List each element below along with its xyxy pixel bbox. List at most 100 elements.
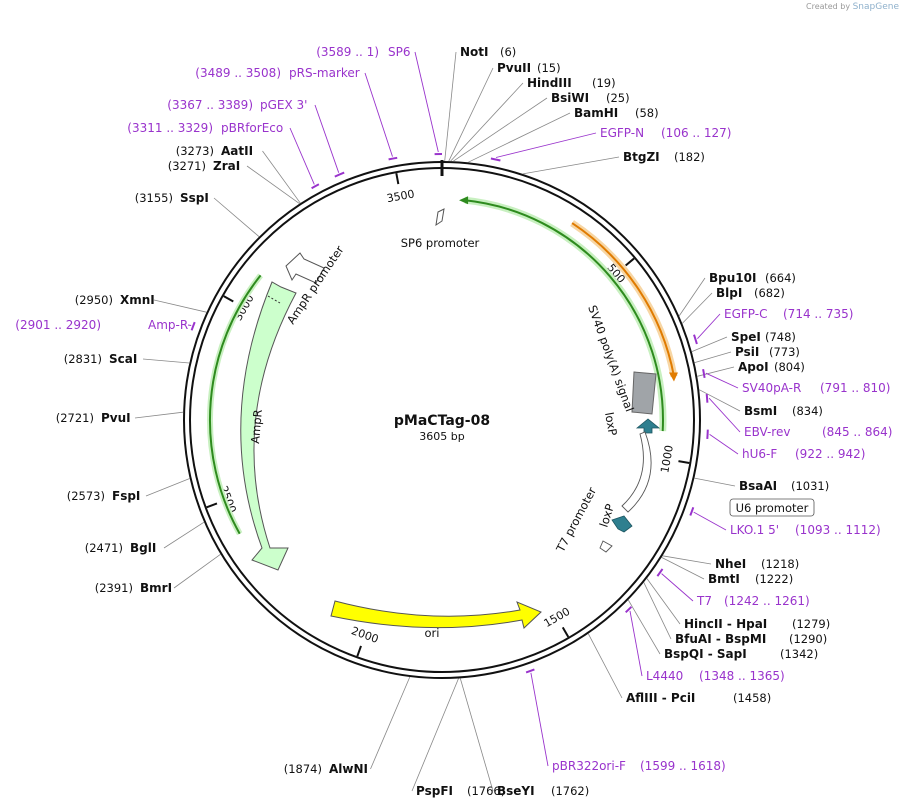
enzyme-position: (682) [754, 286, 785, 300]
enzyme-leader-line [646, 578, 681, 625]
loxp-arrow-bottom [611, 515, 633, 533]
enzyme-position: (58) [635, 106, 659, 120]
enzyme-position: (182) [674, 150, 705, 164]
tick-mark [625, 257, 635, 267]
enzyme-position: (15) [537, 61, 561, 75]
enzyme-position: (2573) [67, 489, 105, 503]
primer-leader-line [705, 372, 739, 389]
primer-leader-line [289, 127, 315, 185]
feature-arc-green [464, 199, 664, 432]
enzyme-position: (1874) [284, 762, 322, 776]
enzyme-position: (1766) [467, 784, 505, 798]
enzyme-position: (773) [769, 345, 800, 359]
primer-mark [706, 429, 709, 439]
primer-range: (3311 .. 3329) [127, 121, 213, 135]
enzyme-leader-line [522, 156, 620, 175]
feature-arc-orange [571, 222, 675, 377]
enzyme-name: AlwNI [329, 762, 368, 776]
primer-range: (3589 .. 1) [316, 45, 379, 59]
primer-leader-line [414, 51, 439, 153]
primer-name: pBRforEco [221, 121, 283, 135]
enzyme-leader-line [134, 411, 184, 419]
primer-name: T7 [696, 594, 712, 608]
primer-mark [190, 321, 196, 331]
primer-leader-line [187, 324, 192, 326]
primer-name: pBR322ori-F [552, 759, 626, 773]
t7-promoter-arrow [599, 540, 613, 553]
snapgene-logo: SnapGene [852, 2, 899, 12]
sv40-polya-label: SV40 poly(A) signal [585, 303, 637, 413]
primer-mark [388, 156, 398, 161]
primer-mark [625, 606, 633, 614]
primer-mark [689, 506, 695, 516]
primer-range: (1348 .. 1365) [699, 669, 785, 683]
enzyme-leader-line [459, 678, 494, 792]
enzyme-leader-line [262, 150, 301, 204]
enzyme-leader-line [145, 478, 190, 497]
enzyme-position: (2950) [75, 293, 113, 307]
primer-range: (845 .. 864) [822, 425, 892, 439]
primer-name: L4440 [646, 669, 683, 683]
u6-promoter-box [729, 498, 815, 517]
enzyme-leader-line [173, 553, 221, 589]
enzyme-name: ZraI [213, 159, 240, 173]
t7-promoter-label: T7 promoter [553, 485, 599, 556]
enzyme-name: ScaI [109, 352, 137, 366]
enzyme-position: (19) [592, 76, 616, 90]
feature-layer [207, 196, 678, 629]
primer-name: LKO.1 5' [730, 523, 779, 537]
enzyme-leader-line [246, 165, 300, 205]
tick-mark [206, 502, 218, 509]
primer-range: (1242 .. 1261) [724, 594, 810, 608]
enzyme-position: (3155) [135, 191, 173, 205]
enzyme-name: BsmI [744, 404, 777, 418]
enzyme-position: (2831) [64, 352, 102, 366]
enzyme-name: BsaAI [739, 479, 777, 493]
primer-name: hU6-F [742, 447, 777, 461]
plasmid-name: pMaCTag-08 [394, 413, 490, 429]
enzyme-position: (1458) [733, 691, 771, 705]
enzyme-name: PspFI [416, 784, 453, 798]
snapgene-credit: Created by SnapGene [806, 2, 899, 12]
primer-leader-line [693, 511, 727, 531]
ampr-promoter-label: AmpR promoter [284, 243, 347, 327]
primer-mark [525, 668, 535, 674]
ampr-arrow [240, 281, 297, 571]
enzyme-name: BseYI [497, 784, 535, 798]
primer-mark [702, 369, 706, 379]
loxp-top-label: loxP [602, 411, 620, 437]
tick-mark [356, 645, 362, 657]
primer-leader-line [708, 397, 741, 433]
enzyme-name: BtgZI [623, 150, 660, 164]
enzyme-leader-line [213, 197, 260, 238]
tick-mark [678, 460, 690, 464]
primer-name: SV40pA-R [742, 381, 801, 395]
primer-name: EBV-rev [744, 425, 790, 439]
enzyme-name: BfuAI - BspMI [675, 632, 766, 646]
enzyme-leader-line [627, 599, 661, 655]
enzyme-leader-line [661, 557, 705, 580]
enzyme-position: (804) [774, 360, 805, 374]
enzyme-leader-line [662, 555, 712, 565]
enzyme-position: (834) [792, 404, 823, 418]
primer-leader-line [364, 72, 393, 157]
enzyme-name: HincII - HpaI [684, 617, 767, 631]
tick-mark [561, 626, 570, 638]
enzyme-name: BmtI [708, 572, 740, 586]
enzyme-name: HindIII [527, 76, 572, 90]
primer-name: EGFP-C [724, 307, 767, 321]
enzyme-position: (1762) [551, 784, 589, 798]
enzyme-name: PvuII [497, 61, 531, 75]
enzyme-name: SpeI [731, 330, 761, 344]
sv40-polya-block [631, 371, 657, 415]
enzyme-name: AatII [221, 144, 253, 158]
enzyme-name: NheI [715, 557, 746, 571]
primer-leader-line [697, 313, 721, 340]
sp6-promoter-arrow [435, 208, 445, 227]
ampr-label: AmpR [248, 409, 265, 444]
enzyme-name: PvuI [101, 411, 131, 425]
enzyme-leader-line [453, 97, 548, 162]
enzyme-name: BspQI - SapI [664, 647, 747, 661]
primer-leader-line [629, 610, 643, 677]
